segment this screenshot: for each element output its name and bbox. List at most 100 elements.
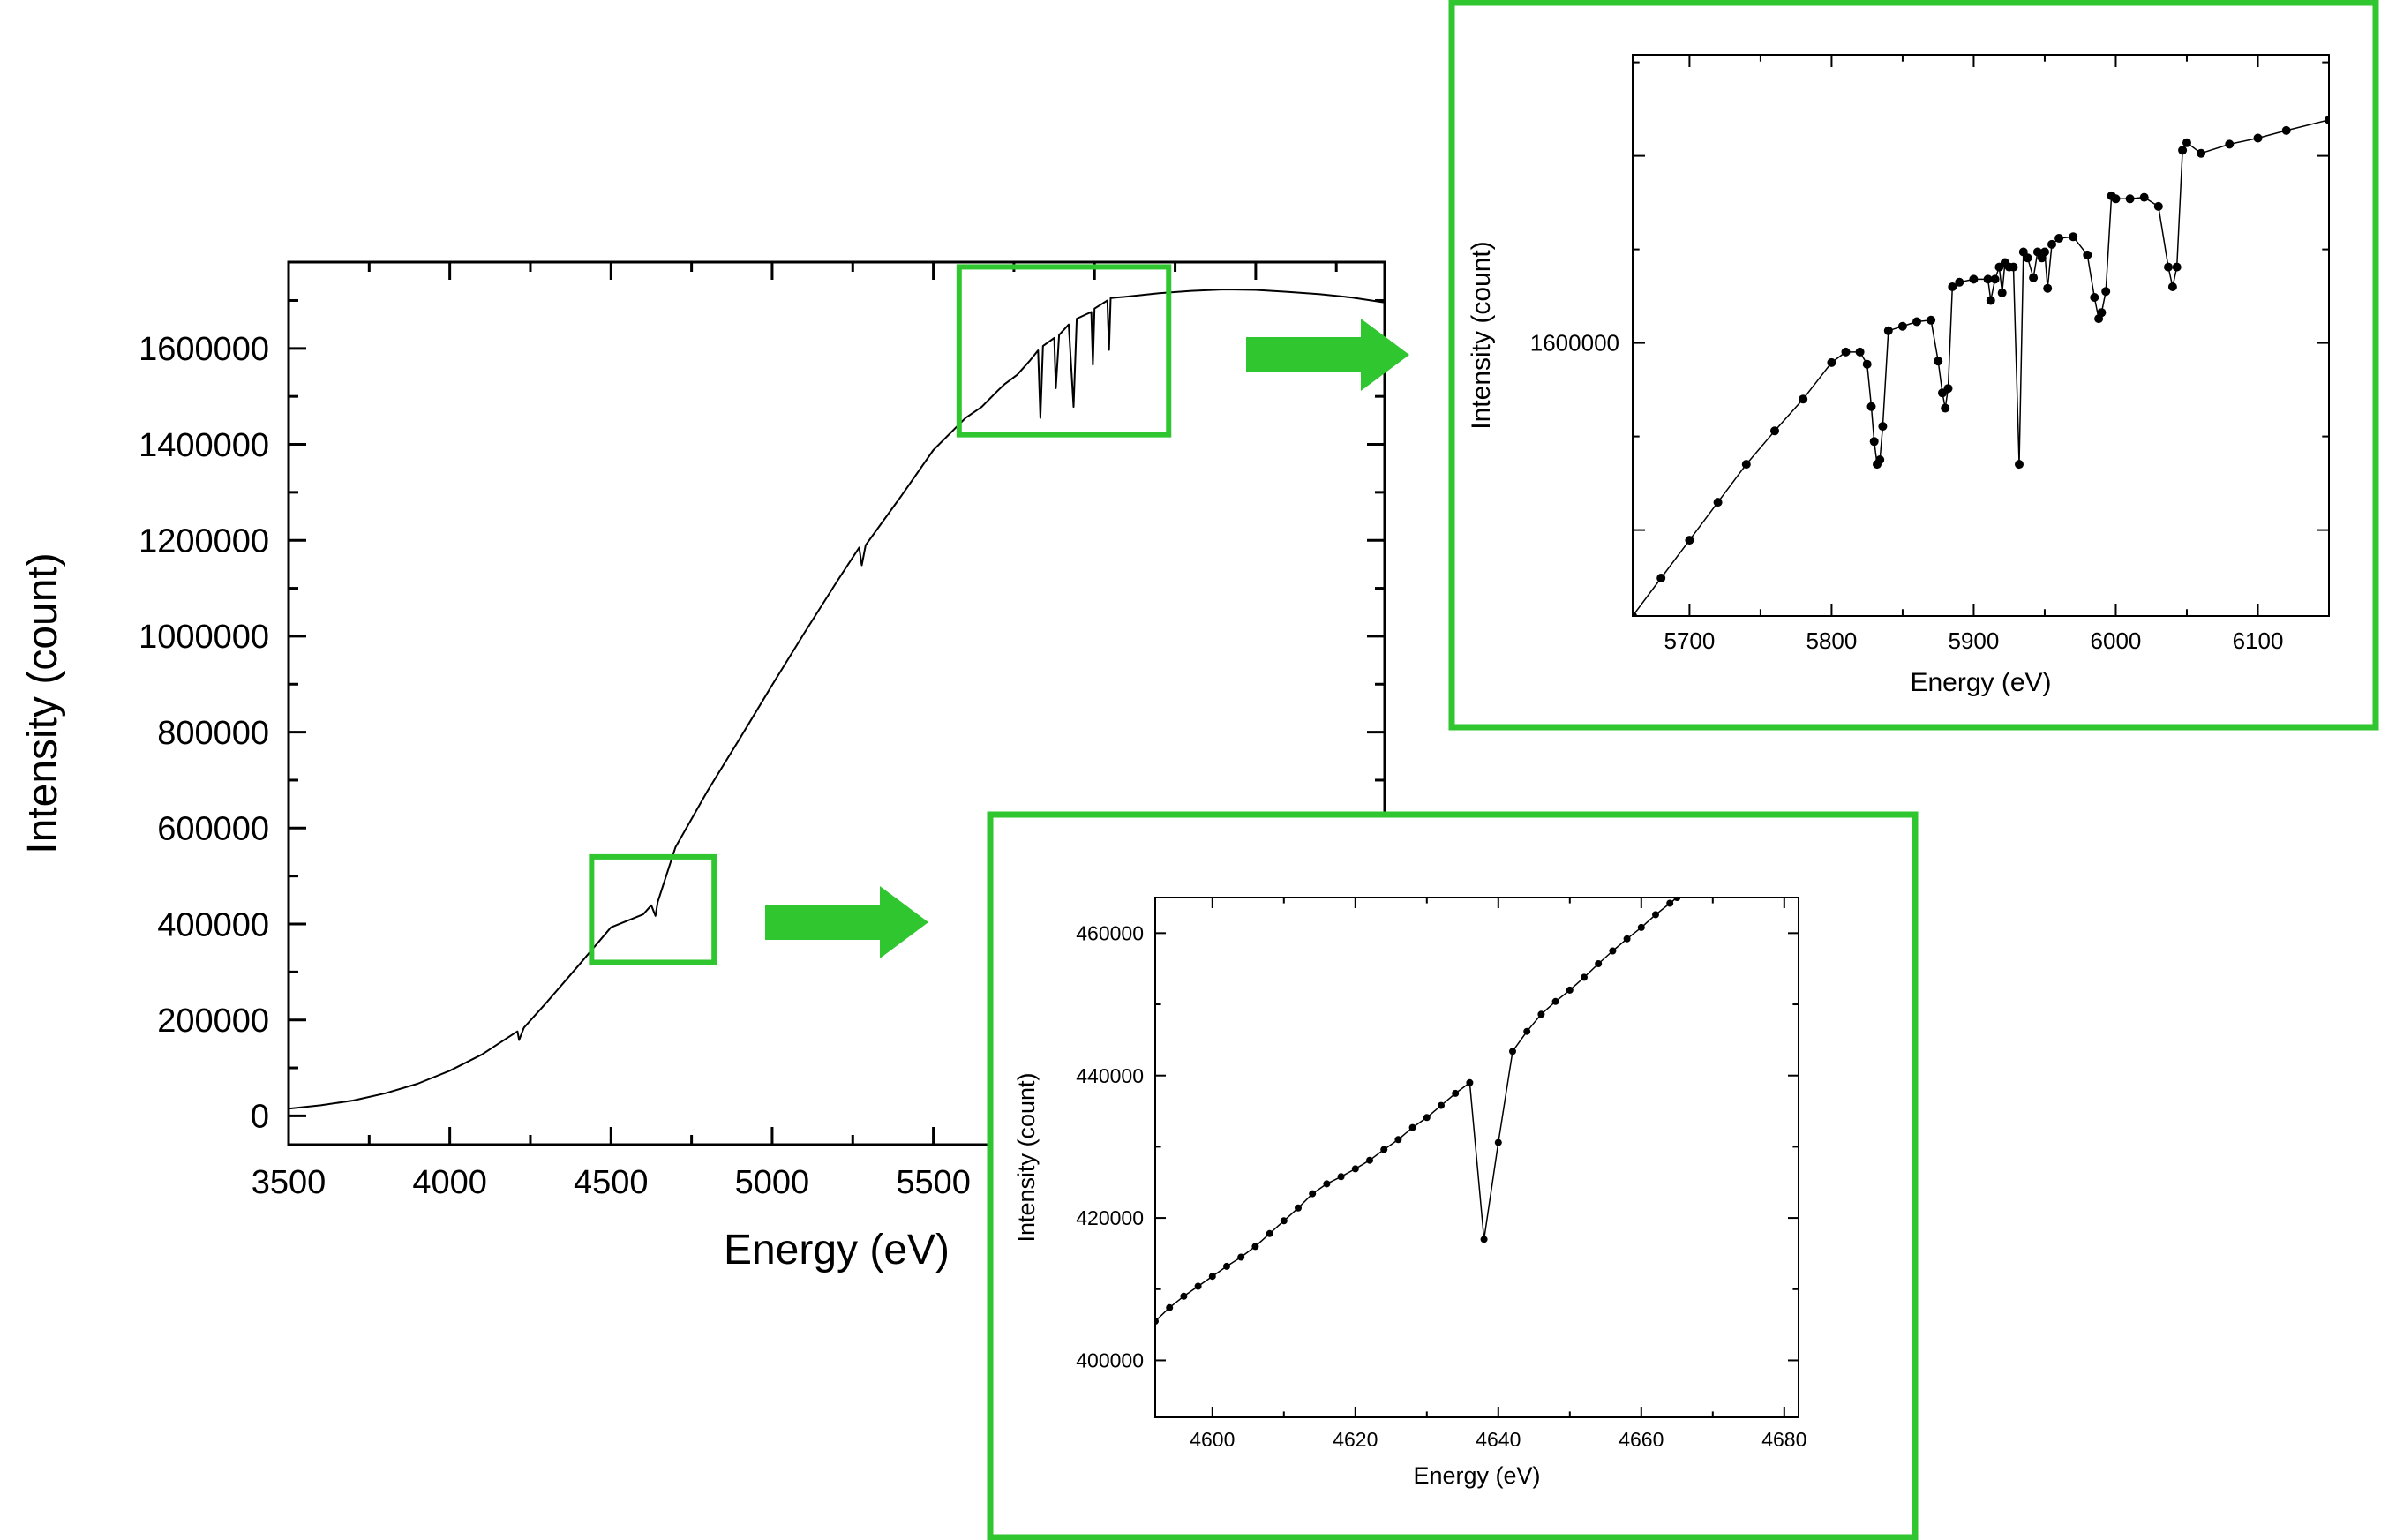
data-point [1537,1010,1545,1018]
data-point [1955,277,1964,287]
x-tick-label: 6100 [2233,627,2284,654]
data-point [1523,1027,1531,1035]
x-tick-label: 4000 [412,1164,487,1201]
data-point [1194,1282,1202,1290]
data-point [1237,1253,1245,1261]
data-point [1609,947,1617,955]
data-point [1948,282,1957,291]
data-point [1480,1236,1488,1243]
data-point [2054,234,2064,243]
y-tick-label: 800000 [157,715,269,752]
data-point [2043,283,2053,293]
plot-area [289,289,1385,1110]
data-point [2197,148,2206,158]
data-point [2172,262,2182,272]
data-point [1713,498,1723,507]
data-point [2047,239,2056,249]
data-point [2153,201,2163,211]
y-tick-label: 0 [251,1099,269,1136]
data-point [2029,273,2039,282]
y-tick-label: 400000 [157,906,269,943]
data-point [1883,326,1893,335]
data-point [1878,422,1888,432]
data-point [2125,194,2135,204]
series-line [289,289,1385,1110]
x-tick-label: 5800 [1806,627,1858,654]
y-tick-label: 400000 [1076,1349,1144,1372]
data-point [1652,911,1659,919]
x-tick-label: 6000 [2091,627,2142,654]
data-point [1309,1190,1317,1198]
data-point [1351,1165,1359,1173]
data-point [2139,192,2149,202]
plot-frame [1154,897,1799,1418]
data-point [1223,1262,1230,1270]
data-point [1986,296,1995,305]
y-tick-label: 1200000 [139,523,269,560]
y-tick-label: 1400000 [139,427,269,464]
data-point [1927,315,1936,325]
x-tick-label: 3500 [252,1164,327,1201]
data-point [1741,460,1751,470]
data-point [2097,308,2107,318]
inset-top-frame [1448,0,2379,731]
data-point [2167,282,2177,291]
data-point [1466,1078,1474,1086]
y-tick-label: 440000 [1076,1064,1144,1087]
data-point [2253,133,2263,143]
data-point [1423,1114,1431,1122]
data-point [1770,426,1779,436]
data-point [1180,1292,1188,1300]
plot-frame [1632,54,2330,617]
data-point [1875,455,1885,464]
x-tick-label: 4500 [574,1164,649,1201]
data-point [2225,139,2235,149]
y-axis-label: Intensity (count) [1013,1072,1040,1242]
data-point [1452,1089,1460,1097]
data-point [1666,899,1674,907]
y-tick-label: 460000 [1076,921,1144,944]
data-point [1595,960,1603,967]
data-point [2009,262,2018,272]
y-tick-label: 200000 [157,1003,269,1040]
data-point [1934,357,1943,366]
zoom-arrow-bottom [765,886,928,958]
data-point [1366,1156,1373,1164]
data-point [2083,250,2092,259]
data-point [1208,1273,1216,1281]
data-point [1912,317,1921,327]
data-point [1337,1173,1345,1181]
y-tick-label: 1600000 [1530,330,1619,357]
data-point [1323,1180,1331,1188]
data-point [1969,274,1979,284]
x-tick-label: 5900 [1949,627,2000,654]
data-point [1494,1138,1502,1146]
data-point [2164,262,2173,272]
data-point [1866,402,1876,411]
x-tick-label: 4640 [1476,1428,1521,1451]
x-tick-label: 5000 [735,1164,810,1201]
data-point [1566,986,1574,994]
data-point [1551,997,1559,1005]
data-point [1841,347,1851,357]
data-point [1166,1303,1174,1311]
data-point [1438,1101,1445,1109]
data-point [1897,321,1907,331]
data-point [1869,437,1879,447]
data-point [2178,146,2188,155]
data-point [1394,1136,1402,1144]
plot-area [1155,898,1681,1326]
data-point [1155,1318,1159,1326]
y-axis-label: Intensity (count) [19,552,66,853]
data-point [1990,274,2000,284]
zoom-arrow-top [1246,319,1409,391]
data-point [1295,1204,1302,1212]
data-point [1855,347,1865,357]
x-tick-label: 5500 [896,1164,971,1201]
y-tick-label: 420000 [1076,1206,1144,1229]
data-point [2090,293,2099,302]
plot-area [1633,115,2329,616]
plot-frame [287,260,1386,1146]
